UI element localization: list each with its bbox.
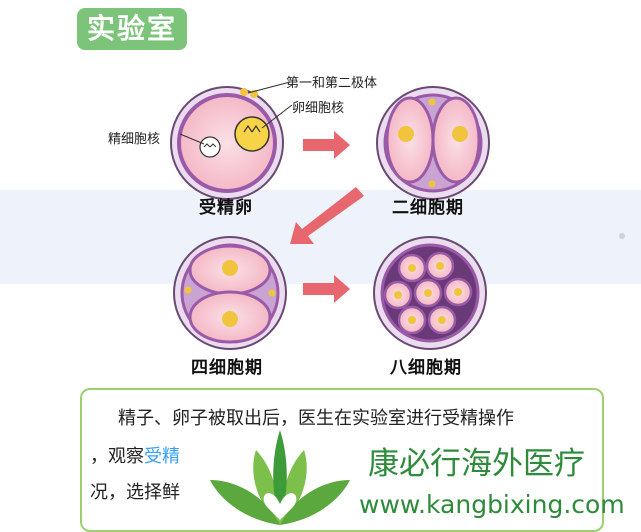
embryo-diagram: [0, 0, 641, 390]
eight-cell-embryo: [374, 237, 486, 349]
four-cell-embryo: [174, 237, 286, 349]
description-line-3: 况，选择鲜: [90, 478, 180, 504]
stage-label-eight-cell: 八细胞期: [390, 353, 462, 378]
highlight-text: 受精: [144, 446, 180, 467]
description-line-2-text: ，观察: [90, 446, 144, 467]
egg-nucleus-label: 卵细胞核: [292, 97, 344, 116]
lotus-logo-icon: [200, 420, 360, 530]
polar-body: [240, 88, 248, 96]
sperm-nucleus-label: 精细胞核: [108, 128, 160, 147]
zygote-cell: [171, 87, 283, 199]
stage-label-four-cell: 四细胞期: [191, 353, 263, 378]
egg-pronucleus: [235, 117, 269, 151]
description-line-2: ，观察受精: [90, 442, 180, 468]
brand-name: 康必行海外医疗: [368, 438, 585, 483]
arrow-right-top: [303, 131, 350, 159]
arrow-right-bottom: [303, 275, 350, 303]
polar-bodies-label: 第一和第二极体: [286, 72, 377, 91]
two-cell-embryo: [377, 87, 489, 199]
stage-label-two-cell: 二细胞期: [392, 193, 464, 218]
arrow-diagonal: [290, 187, 364, 244]
brand-url: www.kangbixing.com: [359, 490, 625, 519]
stage-label-zygote: 受精卵: [199, 193, 253, 218]
